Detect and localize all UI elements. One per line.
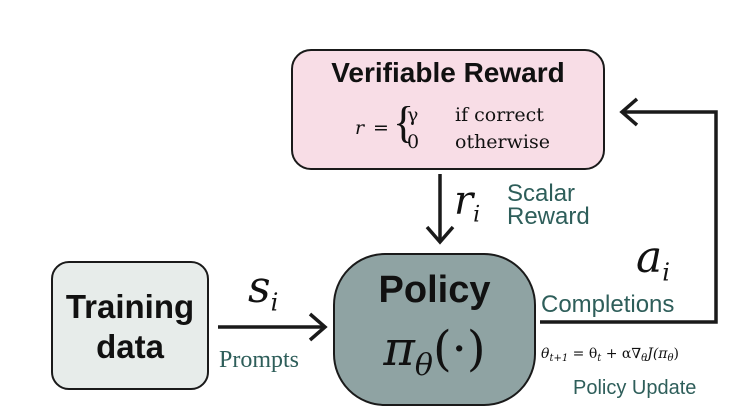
state-symbol-subscript: i — [270, 288, 279, 317]
eq-close-paren: ) — [673, 346, 679, 362]
policy-to-reward-arrow — [540, 110, 718, 324]
reward-to-policy-arrowhead — [425, 225, 455, 245]
training-line1: Training — [65, 288, 195, 325]
state-symbol: si — [248, 262, 278, 316]
prompts-label: Prompts — [219, 347, 300, 373]
policy-box: Policy πθ(·) — [333, 253, 536, 406]
verifiable-reward-box: Verifiable Reward r = { γ if correct 0 o… — [291, 49, 605, 170]
eq-equals-theta: = θ — [568, 346, 598, 362]
completions-label: Completions — [541, 291, 675, 318]
reward-symbol-letter: r — [454, 178, 474, 224]
eq-sub-t-plus-1: t+1 — [549, 353, 569, 364]
formula-case2-value: 0 — [407, 131, 420, 153]
reward-symbol: ri — [454, 178, 480, 228]
policy-title: Policy — [378, 269, 491, 311]
policy-subscript: θ — [414, 348, 433, 383]
scalar-reward-line2: Reward — [507, 203, 590, 230]
policy-to-reward-arrowhead — [619, 97, 639, 127]
reward-formula: r = { γ if correct 0 otherwise — [355, 101, 575, 161]
eq-sub-t: t — [597, 353, 602, 364]
eq-sub-theta-pi: θ — [667, 353, 674, 364]
action-symbol: ai — [636, 232, 670, 286]
eq-theta-1: θ — [541, 346, 550, 362]
training-data-label: Training data — [53, 287, 207, 367]
policy-function: πθ(·) — [335, 321, 534, 383]
policy-symbol: π — [383, 321, 415, 377]
formula-brace: { — [393, 98, 415, 147]
training-data-box: Training data — [51, 261, 209, 390]
formula-equals: = — [373, 117, 389, 139]
reward-title: Verifiable Reward — [331, 57, 565, 88]
policy-args: (·) — [432, 321, 486, 377]
data-to-policy-arrowhead — [308, 312, 328, 342]
policy-update-equation: θt+1 = θt + α∇θJ(πθ) — [541, 346, 679, 364]
scalar-reward-line1: Scalar — [507, 180, 576, 207]
eq-sub-theta-grad: θ — [641, 353, 648, 364]
action-symbol-subscript: i — [662, 258, 670, 287]
reward-symbol-subscript: i — [473, 202, 481, 228]
policy-update-label: Policy Update — [573, 377, 697, 399]
action-symbol-letter: a — [636, 232, 663, 283]
eq-j-pi: J(π — [647, 346, 668, 362]
formula-lhs: r — [355, 117, 365, 139]
state-symbol-letter: s — [248, 262, 271, 313]
formula-case2-condition: otherwise — [455, 131, 550, 153]
scalar-reward-label: Scalar Reward — [507, 180, 590, 230]
formula-case1-condition: if correct — [455, 104, 544, 126]
formula-case1-value: γ — [407, 104, 419, 126]
training-line2: data — [96, 328, 164, 365]
eq-plus-alpha-grad: + α∇ — [601, 346, 642, 362]
